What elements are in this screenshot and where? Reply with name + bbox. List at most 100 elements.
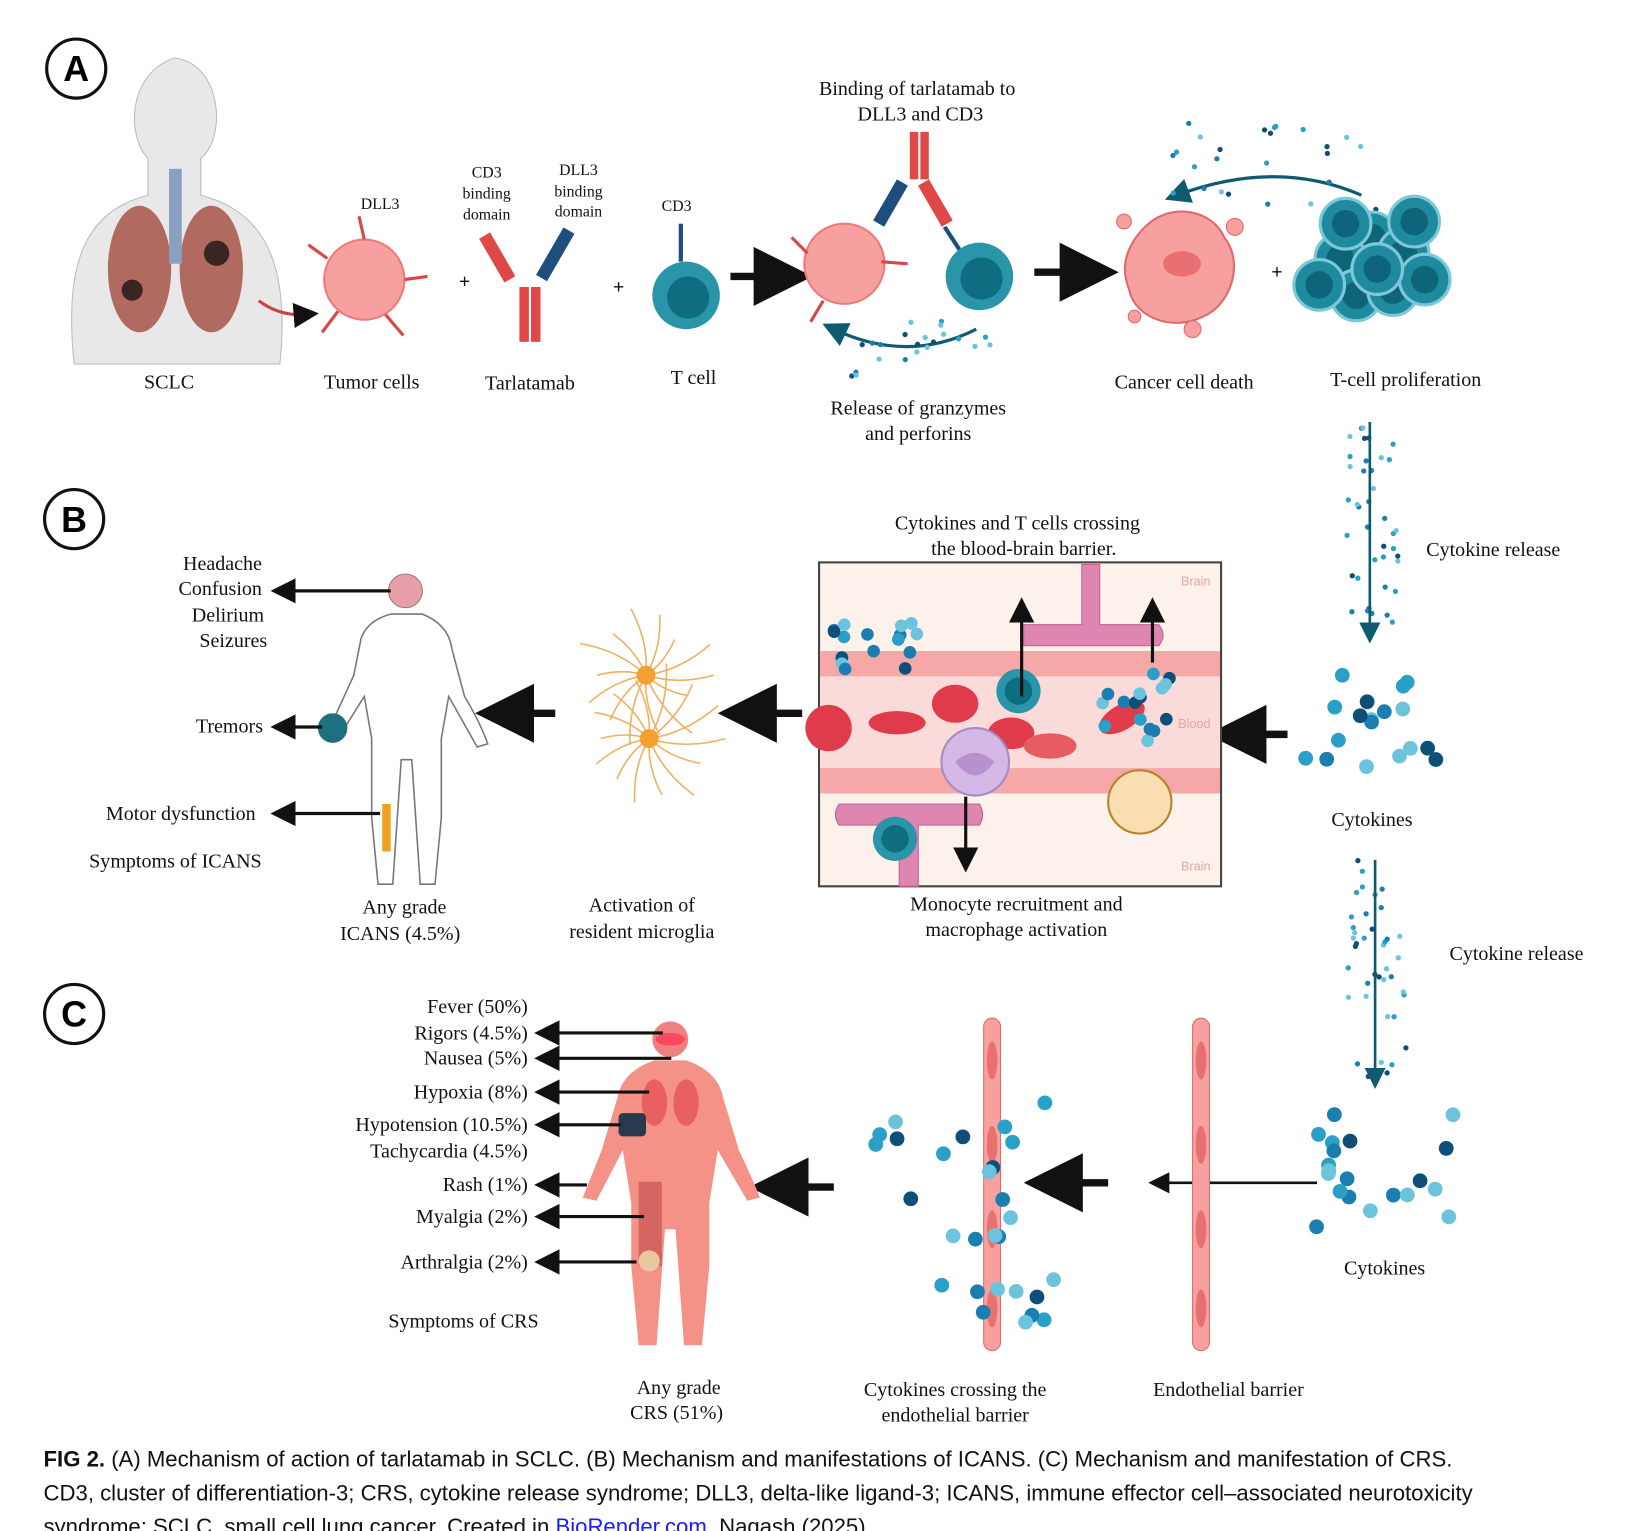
cytokine-dot — [987, 342, 993, 348]
cytokine-dot — [1389, 1062, 1395, 1068]
cytokine-dot — [1359, 884, 1366, 890]
brain-label: Brain — [1181, 859, 1211, 873]
motor-dysfunction-label: Motor dysfunction — [106, 803, 256, 825]
cytokine-dot — [1345, 497, 1351, 503]
cytokine-dot — [1363, 911, 1369, 917]
cytokine-dot — [902, 331, 908, 338]
cytokine-dot — [1201, 185, 1207, 192]
dll3-binding-label: domain — [555, 203, 603, 220]
cytokine-dot — [1391, 1014, 1397, 1020]
cytokine-dot — [889, 1131, 905, 1147]
crs-symptom: Nausea (5%) — [424, 1048, 528, 1070]
cytokine-dot — [1117, 695, 1131, 709]
cytokine-dot — [1441, 1209, 1457, 1225]
cytokine-release-stream — [1345, 857, 1409, 1080]
cytokine-dot — [1354, 1061, 1361, 1067]
microglia-illustration — [579, 608, 726, 803]
cytokine-dot — [1360, 425, 1366, 431]
cytokine-dot — [903, 1191, 919, 1207]
cytokine-dot — [1370, 485, 1377, 492]
cytokine-dot — [1173, 149, 1180, 155]
sclc-label: SCLC — [144, 371, 194, 393]
crs-symptoms-title: Symptoms of CRS — [388, 1310, 538, 1332]
cytokine-dot — [1380, 554, 1387, 560]
cytokine-dot — [1364, 714, 1379, 730]
cytokine-dot — [1267, 130, 1274, 136]
microglia-label: Activation of — [589, 895, 696, 917]
cytokine-dot — [1029, 1289, 1045, 1305]
cytokine-dot — [1319, 751, 1335, 767]
icans-symptoms-title: Symptoms of ICANS — [89, 850, 262, 872]
cytokine-dot — [1327, 699, 1343, 715]
dll3-label: DLL3 — [361, 196, 400, 213]
cytokine-dot — [1326, 1143, 1342, 1159]
cytokine-dot — [1427, 1181, 1443, 1197]
blood-label: Blood — [1178, 717, 1210, 731]
cytokine-dots — [868, 1095, 1061, 1330]
cd3-binding-label: domain — [463, 206, 511, 223]
cytokine-dot — [914, 341, 921, 347]
svg-text:B: B — [61, 500, 87, 540]
cytokine-dot — [1390, 545, 1397, 552]
cytokine-release-label: Cytokine release — [1426, 539, 1560, 561]
cytokine-dot — [1365, 1073, 1371, 1080]
icans-symptom: Confusion — [178, 578, 261, 600]
crs-symptom: Rigors (4.5%) — [414, 1022, 527, 1044]
cytokine-dot — [955, 336, 962, 342]
caption-text: . Naqash (2025). — [707, 1514, 872, 1531]
cytokine-dot — [1428, 752, 1444, 767]
cytokine-dot — [1420, 740, 1436, 756]
cytokine-dot — [1311, 1126, 1326, 1142]
cytokine-dot — [837, 618, 851, 632]
cytokine-dot — [1326, 1107, 1342, 1123]
caption-line: FIG 2. (A) Mechanism of action of tarlat… — [44, 1447, 1453, 1472]
cytokine-dot — [1403, 1045, 1409, 1051]
cytokine-dot — [1395, 558, 1401, 564]
cytokine-dot — [924, 344, 930, 351]
cytokine-dot — [1412, 1173, 1428, 1189]
cytokine-dot — [1003, 1210, 1018, 1226]
plus-icon: + — [1271, 262, 1282, 284]
cytokine-dot — [1438, 1141, 1454, 1156]
cytokine-dot — [955, 1129, 971, 1145]
blood-brain-barrier-illustration — [805, 561, 1223, 888]
cytokine-dot — [1005, 1134, 1020, 1150]
crossing-label: endothelial barrier — [881, 1404, 1029, 1426]
svg-text:A: A — [63, 49, 89, 89]
cytokine-dot — [1186, 120, 1192, 126]
cytokine-dot — [1399, 674, 1415, 690]
biorender-link[interactable]: BioRender.com — [555, 1514, 706, 1531]
cytokine-dot — [1359, 759, 1374, 775]
cytokine-dot — [972, 343, 978, 349]
cytokine-dot — [1339, 1171, 1355, 1187]
cytokine-dot — [891, 633, 905, 646]
cytokine-dot — [1372, 557, 1378, 563]
cytokine-dot — [922, 334, 928, 341]
cytokine-dot — [902, 357, 908, 363]
granzyme-dots — [849, 318, 993, 379]
human-body-crs-illustration — [582, 1021, 760, 1346]
cytokine-dot — [1378, 1059, 1384, 1066]
cytokine-dot — [1147, 667, 1160, 681]
dll3-binding-label: binding — [554, 183, 602, 200]
caption-label: FIG 2. — [44, 1447, 106, 1472]
cytokine-dot — [1402, 741, 1418, 756]
cytokine-dot — [1352, 930, 1358, 936]
cancer-cell-death-label: Cancer cell death — [1115, 371, 1254, 393]
cytokine-dot — [1445, 1107, 1461, 1123]
cytokine-dot — [1321, 1163, 1337, 1178]
t-cell-proliferation-illustration — [1292, 194, 1452, 323]
cytokine-dot — [1381, 543, 1387, 549]
cytokine-dot — [838, 662, 852, 676]
cytokine-dot — [1349, 609, 1355, 615]
cytokine-dot — [1392, 588, 1399, 595]
cytokine-dot — [1357, 143, 1364, 150]
cytokine-dot — [905, 617, 918, 630]
icans-symptom: Headache — [183, 553, 262, 575]
t-cell-icon — [652, 223, 720, 330]
cytokine-dot — [1352, 708, 1368, 724]
cytokine-dot — [1378, 454, 1384, 461]
cytokine-dot — [1345, 965, 1351, 971]
panel-a-label: A — [45, 37, 108, 100]
